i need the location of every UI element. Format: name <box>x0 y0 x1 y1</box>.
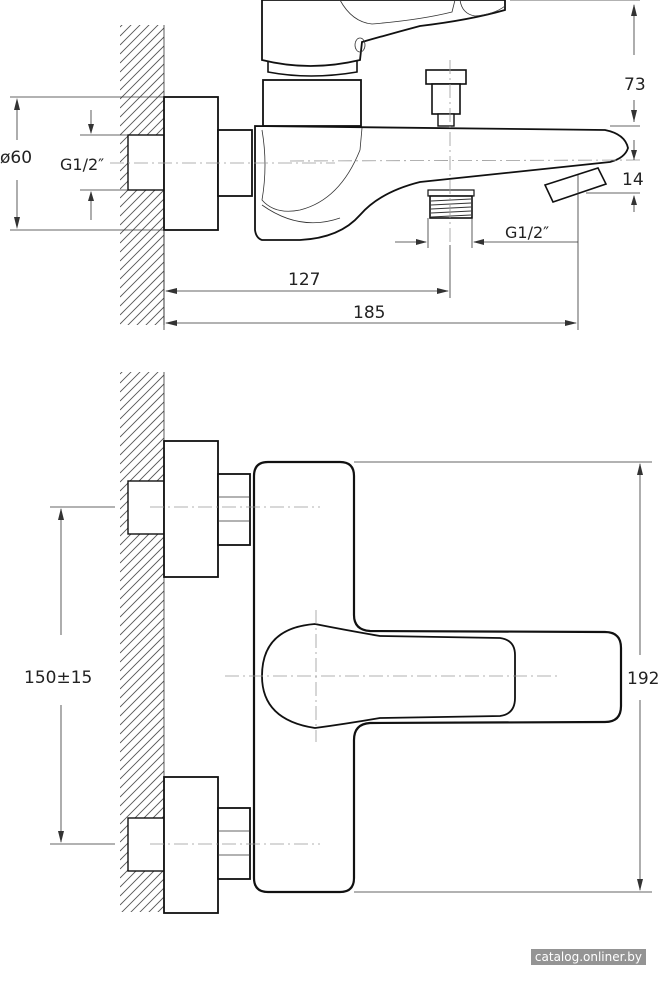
wall-hatch-top <box>120 25 164 325</box>
dim-192-label: 192 <box>627 669 659 689</box>
connector-nut-upper <box>217 473 251 546</box>
dim-73-label: 73 <box>624 75 646 95</box>
wall-pipe-top <box>127 134 165 191</box>
dim-127-label: 127 <box>288 270 320 290</box>
escutcheon-upper <box>163 440 219 578</box>
spout-aerator <box>543 167 608 203</box>
lever-handle-side <box>261 0 506 67</box>
wall-hatch-bottom <box>120 372 164 912</box>
dim-14-label: 14 <box>622 170 644 190</box>
side-view: 73 14 ø60 G1/2″ G1/2″ <box>0 0 646 330</box>
dim-diameter-label: ø60 <box>0 148 32 168</box>
cartridge-housing <box>262 79 362 127</box>
escutcheon-lower <box>163 776 219 914</box>
watermark: catalog.onliner.by <box>530 949 646 965</box>
mixer-body-side <box>254 125 629 241</box>
escutcheon-side <box>163 96 219 231</box>
diverter-knob <box>425 69 467 85</box>
connector-nut-lower <box>217 807 251 880</box>
dim-185-label: 185 <box>353 303 385 323</box>
front-view: 150±15 192 <box>24 372 659 914</box>
wall-pipe-upper <box>127 480 165 535</box>
dim-thread-wall-label: G1/2″ <box>60 155 104 174</box>
dim-centers-label: 150±15 <box>24 668 92 688</box>
wall-pipe-lower <box>127 817 165 872</box>
dim-thread-outlet-label: G1/2″ <box>505 223 549 242</box>
